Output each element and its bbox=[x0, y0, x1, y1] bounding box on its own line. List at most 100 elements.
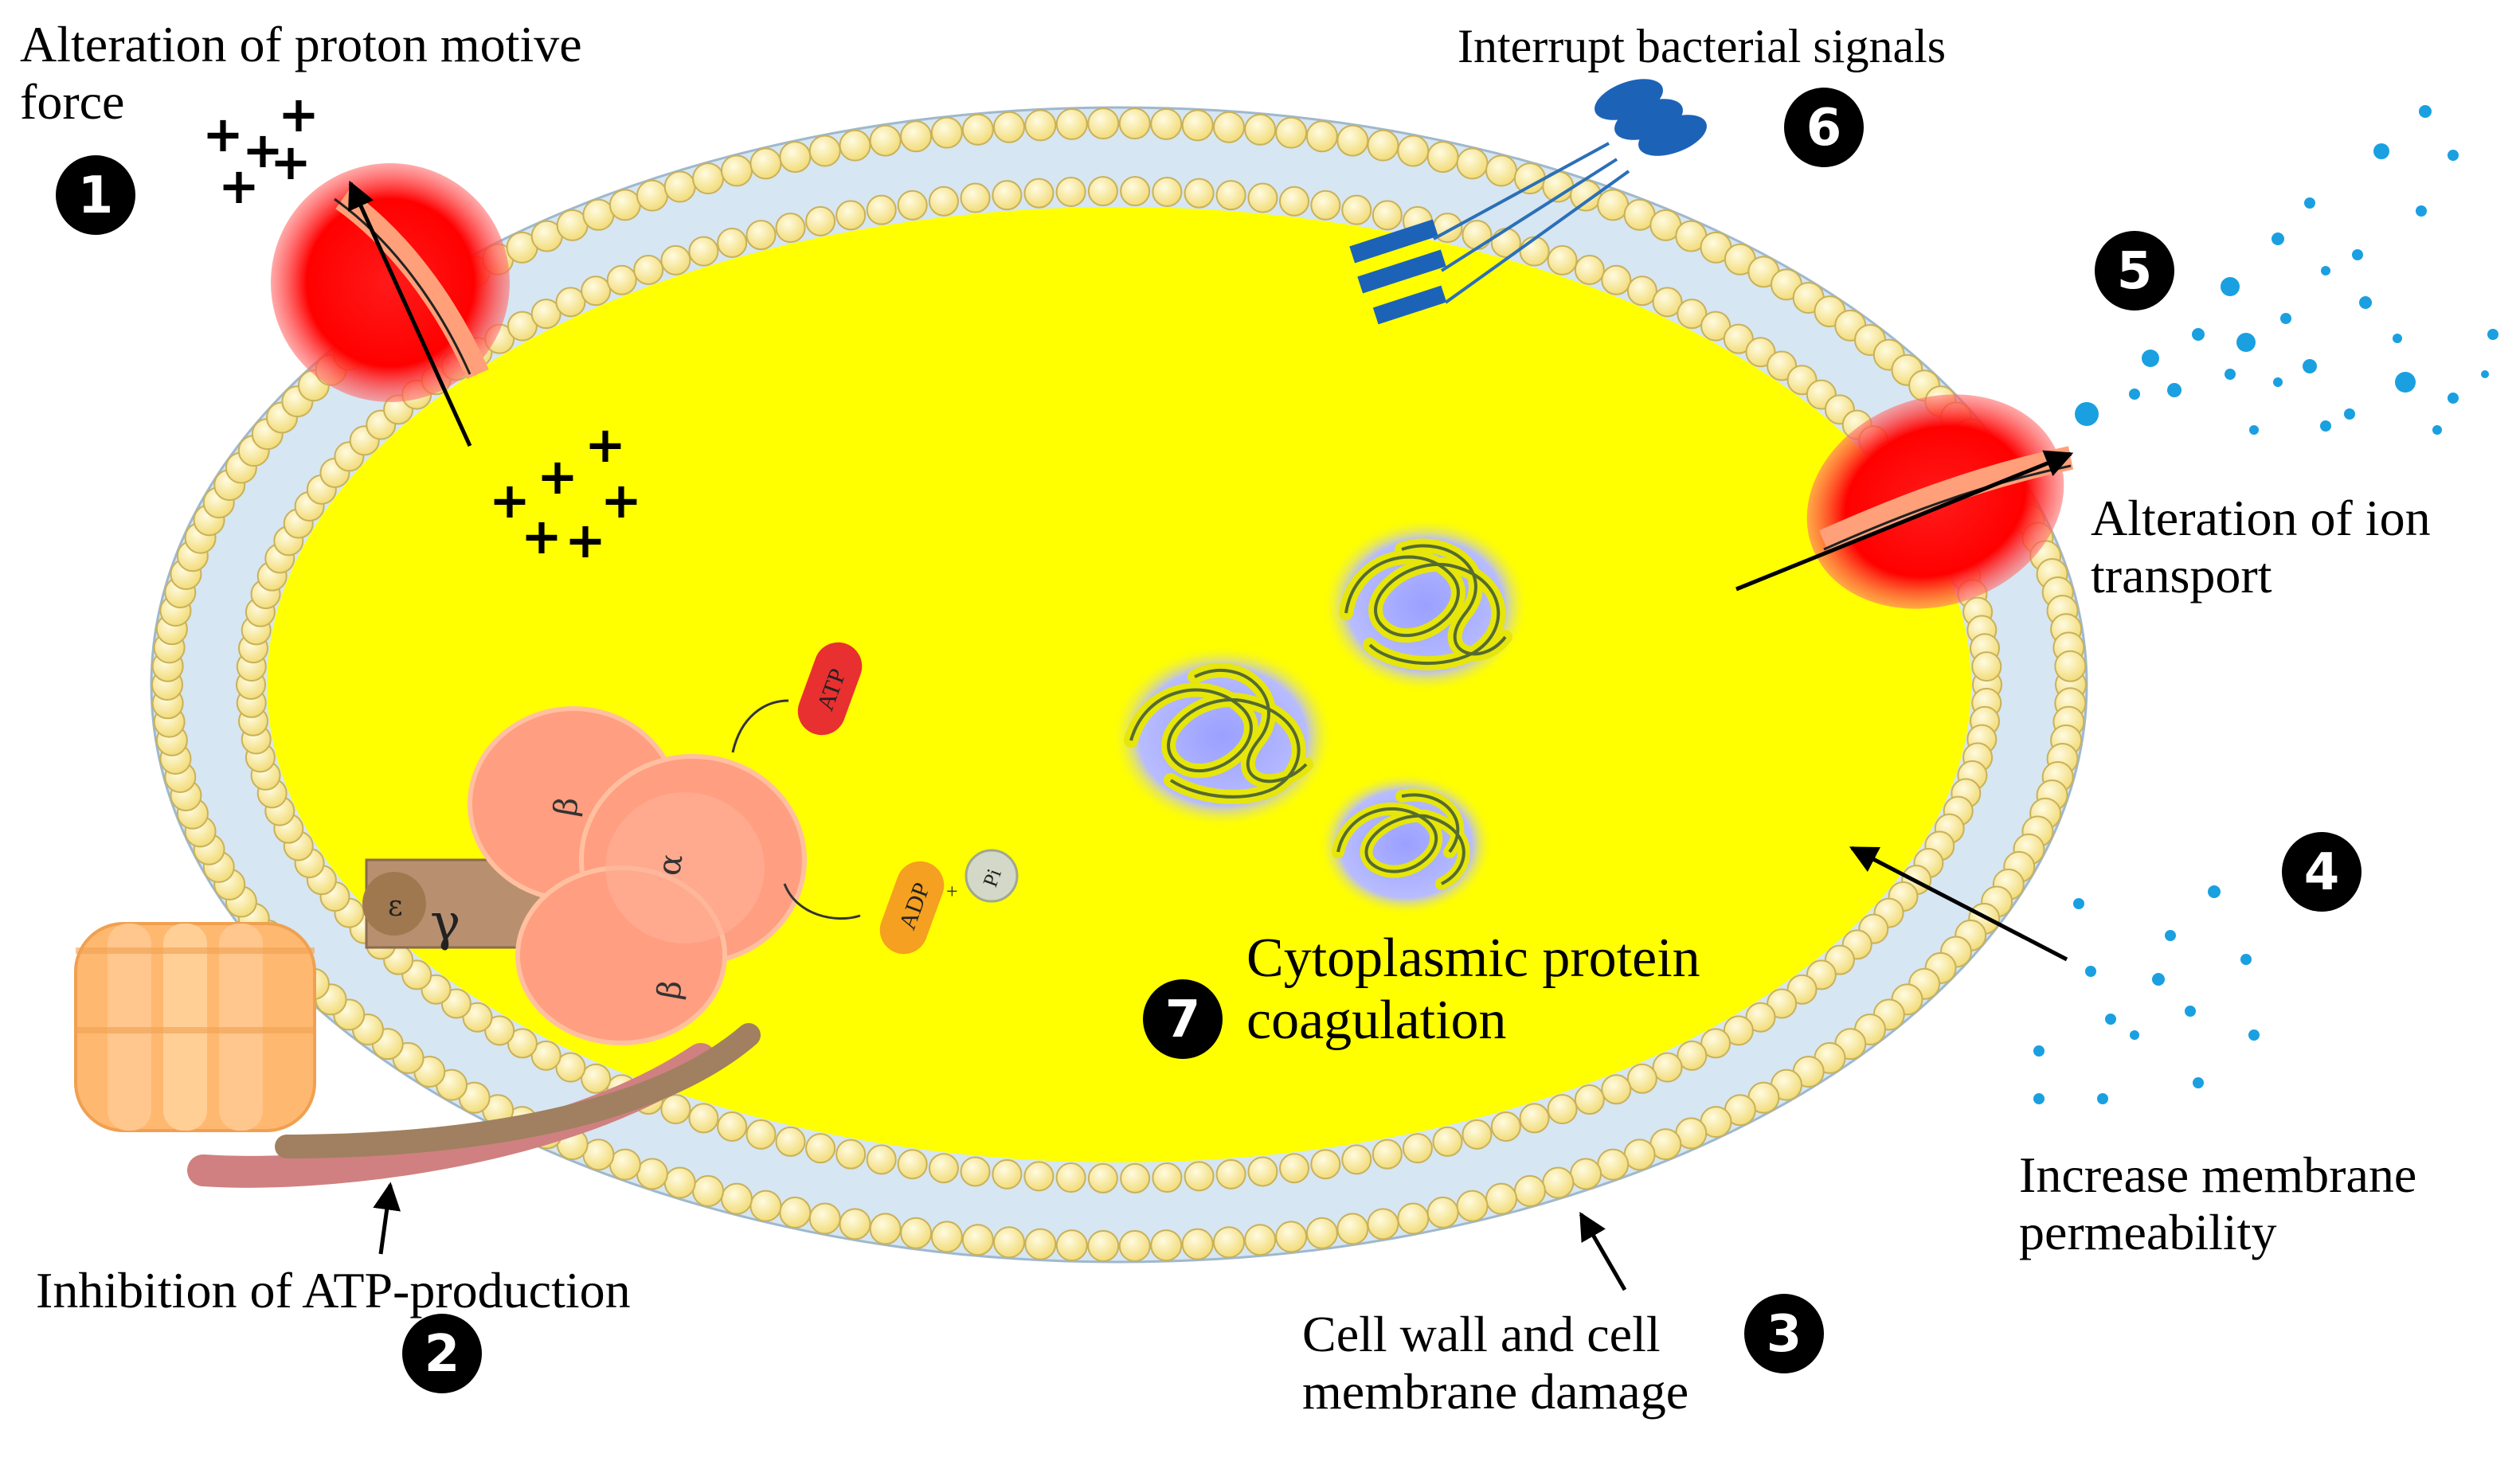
coagulated-protein-3 bbox=[1318, 772, 1493, 916]
lipid-head bbox=[663, 1166, 696, 1199]
lipid-head bbox=[1181, 109, 1214, 142]
ion-particle bbox=[2165, 930, 2176, 941]
proton-plus-sign: + bbox=[278, 85, 319, 143]
lipid-head bbox=[869, 124, 902, 157]
lipid-head bbox=[1519, 236, 1550, 267]
lipid-head bbox=[633, 254, 664, 285]
lipid-head bbox=[835, 200, 867, 231]
lipid-head bbox=[1372, 200, 1403, 231]
lipid-head bbox=[866, 194, 897, 225]
lipid-head bbox=[1485, 154, 1518, 187]
ion-particle bbox=[2236, 333, 2256, 352]
membrane-damage-arrow bbox=[1579, 1211, 1627, 1291]
lipid-head bbox=[900, 120, 933, 153]
lipid-head bbox=[581, 1063, 612, 1094]
ion-particle bbox=[2033, 1045, 2045, 1057]
lipid-head bbox=[688, 1103, 719, 1134]
lipid-head bbox=[530, 1040, 562, 1071]
lipid-head bbox=[928, 186, 959, 217]
ion-particle bbox=[2419, 105, 2432, 118]
proton-plus-sign: + bbox=[537, 447, 578, 506]
step-marker-label: 5 bbox=[2117, 242, 2153, 301]
lipid-head bbox=[688, 236, 719, 267]
lipid-head bbox=[960, 1156, 991, 1187]
lipid-head bbox=[1652, 287, 1683, 318]
plus-sign: + bbox=[946, 880, 958, 903]
ion-particle bbox=[2249, 425, 2259, 435]
ion-particle bbox=[2416, 205, 2427, 217]
proton-plus-sign: + bbox=[585, 416, 626, 474]
step-marker-label: 7 bbox=[1165, 990, 1201, 1049]
lipid-head bbox=[636, 1158, 668, 1190]
lipid-head bbox=[1055, 176, 1086, 207]
lipid-head bbox=[1513, 1174, 1546, 1207]
lipid-head bbox=[1723, 323, 1754, 354]
lipid-head bbox=[1279, 1153, 1310, 1184]
lipid-head bbox=[866, 1144, 897, 1175]
lipid-head bbox=[555, 1052, 586, 1083]
ion-particle bbox=[2221, 277, 2240, 296]
lipid-head bbox=[1626, 275, 1657, 307]
lipid-head bbox=[745, 1119, 777, 1150]
lipid-head bbox=[775, 1126, 806, 1157]
coagulated-protein-1 bbox=[1111, 645, 1334, 828]
proton-plus-sign: + bbox=[242, 121, 284, 179]
lipid-head bbox=[992, 111, 1025, 143]
proton-plus-sign: + bbox=[601, 471, 642, 529]
atp-synthase: ε γ β α β ATP ADP + Pi bbox=[74, 642, 1019, 1188]
ion-particle bbox=[2097, 1093, 2108, 1104]
ion-particle bbox=[2192, 328, 2205, 341]
lipid-head bbox=[930, 1221, 963, 1253]
lipid-head bbox=[1490, 1111, 1521, 1143]
lipid-head bbox=[1184, 1161, 1215, 1192]
lipid-head bbox=[720, 154, 753, 187]
lipid-head bbox=[1456, 1190, 1489, 1222]
ion-particle bbox=[2393, 334, 2402, 343]
proton-plus-sign: + bbox=[565, 511, 606, 569]
step-marker-5 bbox=[2095, 231, 2174, 311]
lipid-head bbox=[484, 1015, 515, 1046]
step-marker-label: 2 bbox=[425, 1325, 460, 1384]
lipid-head bbox=[720, 1182, 753, 1215]
lipid-head bbox=[869, 1213, 902, 1245]
lipid-head bbox=[1542, 1166, 1575, 1199]
lipid-head bbox=[606, 264, 637, 295]
adp-molecule: ADP bbox=[879, 861, 945, 955]
ion-particle bbox=[2395, 372, 2416, 393]
lipid-head bbox=[1547, 1094, 1578, 1125]
lipid-head bbox=[1597, 189, 1630, 221]
subunit-epsilon: ε bbox=[388, 890, 403, 923]
lipid-head bbox=[660, 244, 691, 275]
lipid-head bbox=[897, 189, 928, 221]
lipid-head bbox=[1215, 1158, 1246, 1190]
lipid-head bbox=[663, 170, 696, 203]
lipid-head bbox=[1597, 1148, 1630, 1181]
lipid-head bbox=[1601, 1074, 1632, 1105]
ion-particle bbox=[2033, 1093, 2045, 1104]
ion-particle bbox=[2321, 266, 2330, 275]
lipid-head bbox=[1150, 107, 1183, 140]
ion-particles bbox=[2033, 105, 2498, 1104]
label-increase-permeability: Increase membrane permeability bbox=[2019, 1147, 2417, 1260]
lipid-head bbox=[1184, 178, 1215, 209]
lipid-head bbox=[1181, 1228, 1214, 1260]
lipid-head bbox=[1547, 244, 1578, 275]
ion-particle bbox=[2448, 150, 2459, 161]
ion-particle bbox=[2303, 359, 2317, 373]
lipid-head bbox=[1432, 1126, 1463, 1157]
lipid-head bbox=[1652, 1052, 1683, 1083]
proton-channel bbox=[271, 163, 510, 447]
lipid-head bbox=[1024, 109, 1057, 142]
lipid-head bbox=[1402, 1133, 1433, 1164]
lipid-head bbox=[1426, 141, 1459, 174]
lipid-head bbox=[1677, 1040, 1708, 1071]
lipid-head bbox=[1152, 1162, 1183, 1193]
lipid-head bbox=[992, 180, 1023, 211]
lipid-head bbox=[1244, 113, 1277, 146]
lipid-head bbox=[1700, 1028, 1732, 1059]
ion-particle bbox=[2487, 329, 2498, 340]
lipid-head bbox=[1213, 1226, 1246, 1259]
ion-particle bbox=[2481, 370, 2489, 378]
lipid-head bbox=[1700, 311, 1732, 342]
